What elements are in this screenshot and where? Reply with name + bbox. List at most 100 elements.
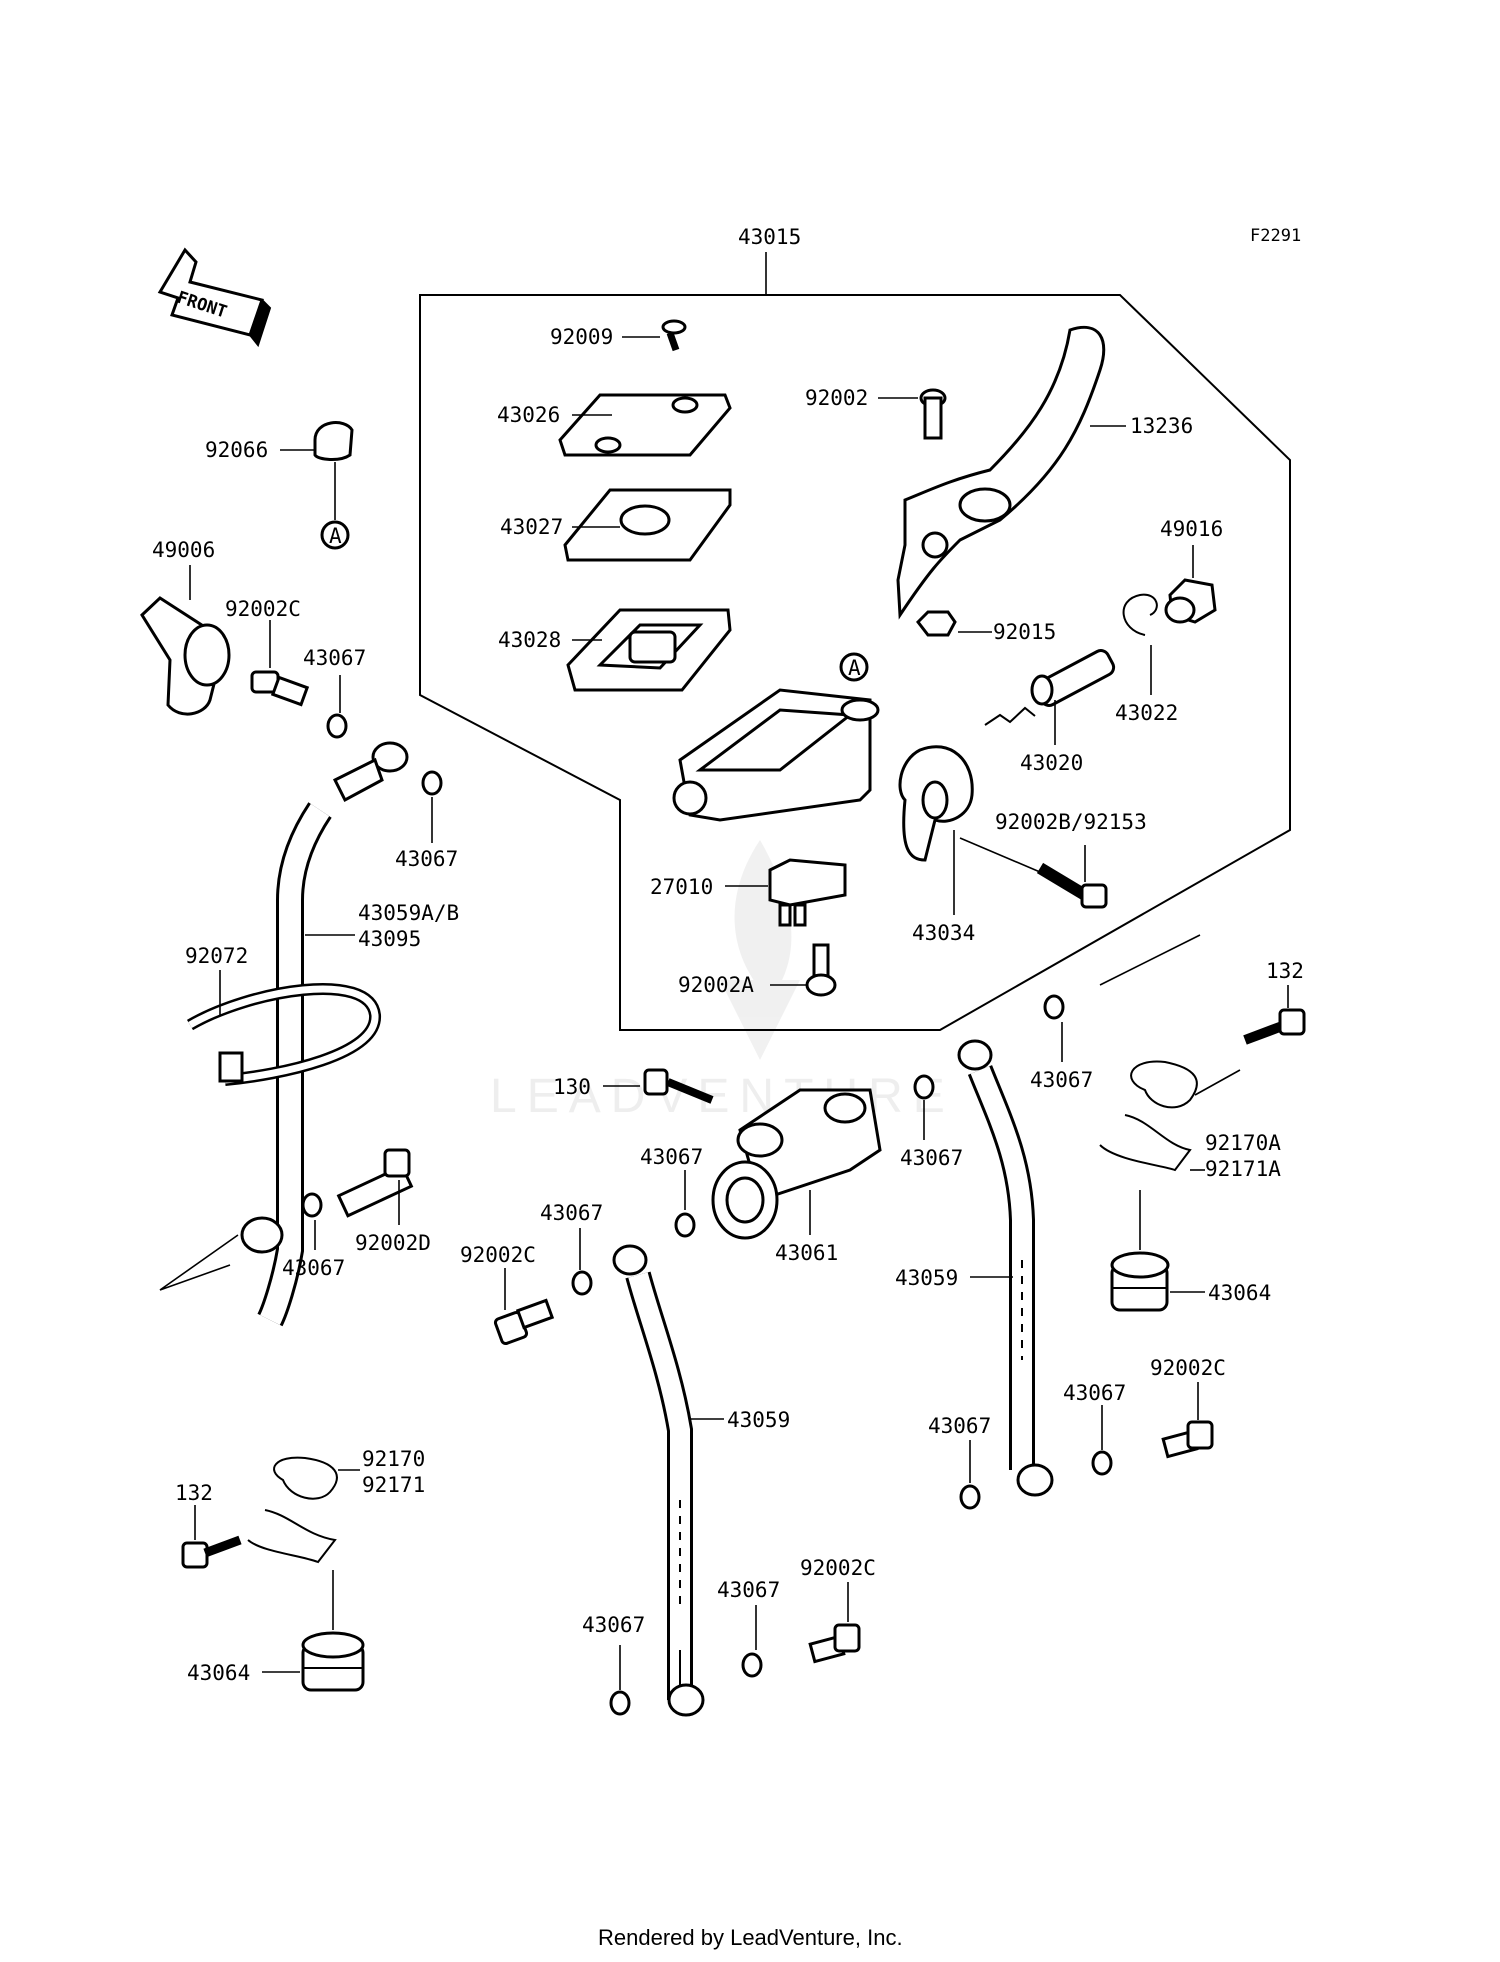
piston-43020 <box>984 649 1116 726</box>
clamp-43034 <box>898 745 974 862</box>
label-92015: 92015 <box>993 620 1056 644</box>
dust-boot-49016 <box>1164 578 1217 624</box>
label-92170a: 92170A <box>1205 1131 1281 1155</box>
label-92002c-2: 92002C <box>460 1243 536 1267</box>
clamp-92170 <box>247 1456 338 1564</box>
banjo-bolt-92002c-left <box>250 670 310 707</box>
washer-43067-4 <box>674 1212 696 1238</box>
pivot-bolt-92002 <box>919 388 947 440</box>
label-43064-2: 43064 <box>187 1661 250 1685</box>
reservoir-cap-43026 <box>558 393 732 457</box>
label-43027: 43027 <box>500 515 563 539</box>
bolt-92002b <box>1036 862 1108 909</box>
callout-a-label: A <box>848 656 861 680</box>
washer-43067-8 <box>1091 1450 1113 1476</box>
label-43067-10: 43067 <box>582 1613 645 1637</box>
bolt-132-left <box>181 1535 242 1569</box>
label-92002a: 92002A <box>678 973 754 997</box>
label-92002b-92153: 92002B/92153 <box>995 810 1147 834</box>
washer-43067-1 <box>326 713 348 739</box>
screw-92009 <box>622 319 687 352</box>
hose-band-92072 <box>186 983 381 1086</box>
banjo-bolt-92002c-4 <box>808 1623 861 1664</box>
leader-left-bottom <box>159 1234 239 1291</box>
nut-92015 <box>916 610 957 637</box>
label-43061: 43061 <box>775 1241 838 1265</box>
label-92002c-1: 92002C <box>225 597 301 621</box>
brake-switch-27010 <box>768 858 847 927</box>
label-43067-11: 43067 <box>717 1578 780 1602</box>
diaphragm-plate-43027 <box>563 488 732 562</box>
label-43067-5: 43067 <box>540 1201 603 1225</box>
circlip-43022 <box>1122 593 1158 636</box>
washer-43067-7 <box>1043 994 1065 1020</box>
callout-a-left-icon <box>320 520 350 550</box>
washer-43067-2 <box>421 770 443 796</box>
label-43067-6: 43067 <box>900 1146 963 1170</box>
cover-49006 <box>140 596 231 716</box>
washer-43067-6 <box>913 1074 935 1100</box>
label-43028: 43028 <box>498 628 561 652</box>
washer-43067-5 <box>571 1270 593 1296</box>
washer-43067-9 <box>959 1484 981 1510</box>
label-43064-1: 43064 <box>1208 1281 1271 1305</box>
diaphragm-43028 <box>566 608 732 692</box>
label-43020: 43020 <box>1020 751 1083 775</box>
leader-to-right <box>1099 934 1201 986</box>
label-49016: 49016 <box>1160 517 1223 541</box>
label-43067-8: 43067 <box>1063 1381 1126 1405</box>
washer-43067-3 <box>301 1192 323 1218</box>
label-43015: 43015 <box>738 225 801 249</box>
label-49006: 49006 <box>152 538 215 562</box>
assembly-outline <box>419 294 1291 1031</box>
label-92002: 92002 <box>805 386 868 410</box>
grommet-43064-left <box>301 1631 365 1692</box>
callout-a-icon <box>839 652 869 682</box>
label-92170: 92170 <box>362 1447 425 1471</box>
cap-92066 <box>313 421 354 461</box>
label-43067-2: 43067 <box>395 847 458 871</box>
caliper-43061 <box>711 1088 882 1240</box>
label-43034: 43034 <box>912 921 975 945</box>
label-92002c-3: 92002C <box>1150 1356 1226 1380</box>
label-92002c-4: 92002C <box>800 1556 876 1580</box>
label-92072: 92072 <box>185 944 248 968</box>
brake-hose-43059-middle <box>612 1244 705 1717</box>
label-92002d: 92002D <box>355 1231 431 1255</box>
banjo-bolt-92002c-2 <box>493 1298 555 1346</box>
label-43059ab: 43059A/B <box>358 901 459 925</box>
label-130: 130 <box>553 1075 591 1099</box>
footer-credit: Rendered by LeadVenture, Inc. <box>598 1925 903 1950</box>
callout-a-left-label: A <box>329 524 342 548</box>
clamp-92170a <box>1099 1060 1198 1172</box>
bolt-130 <box>643 1068 714 1104</box>
label-92009: 92009 <box>550 325 613 349</box>
label-43067-3: 43067 <box>282 1256 345 1280</box>
label-43059-2: 43059 <box>895 1266 958 1290</box>
label-92171: 92171 <box>362 1473 425 1497</box>
front-arrow-icon <box>157 247 272 348</box>
label-43067-4: 43067 <box>640 1145 703 1169</box>
washer-43067-11 <box>741 1652 763 1678</box>
screw-92002a <box>805 943 837 997</box>
diagram-code: F2291 <box>1250 226 1301 246</box>
banjo-bolt-92002c-3 <box>1161 1420 1214 1459</box>
bolt-92002d <box>336 1148 414 1218</box>
label-43067-1: 43067 <box>303 646 366 670</box>
label-27010: 27010 <box>650 875 713 899</box>
label-13236: 13236 <box>1130 414 1193 438</box>
label-43095: 43095 <box>358 927 421 951</box>
label-92066: 92066 <box>205 438 268 462</box>
label-132-2: 132 <box>175 1481 213 1505</box>
bolt-132-right <box>1243 1008 1306 1045</box>
label-132-1: 132 <box>1266 959 1304 983</box>
label-43022: 43022 <box>1115 701 1178 725</box>
washer-43067-10 <box>609 1690 631 1716</box>
label-43059-1: 43059 <box>727 1408 790 1432</box>
brake-hose-43059-right <box>957 1039 1054 1497</box>
label-43067-7: 43067 <box>1030 1068 1093 1092</box>
grommet-43064-right <box>1110 1251 1170 1312</box>
master-cylinder-body <box>672 688 880 822</box>
label-43026: 43026 <box>497 403 560 427</box>
